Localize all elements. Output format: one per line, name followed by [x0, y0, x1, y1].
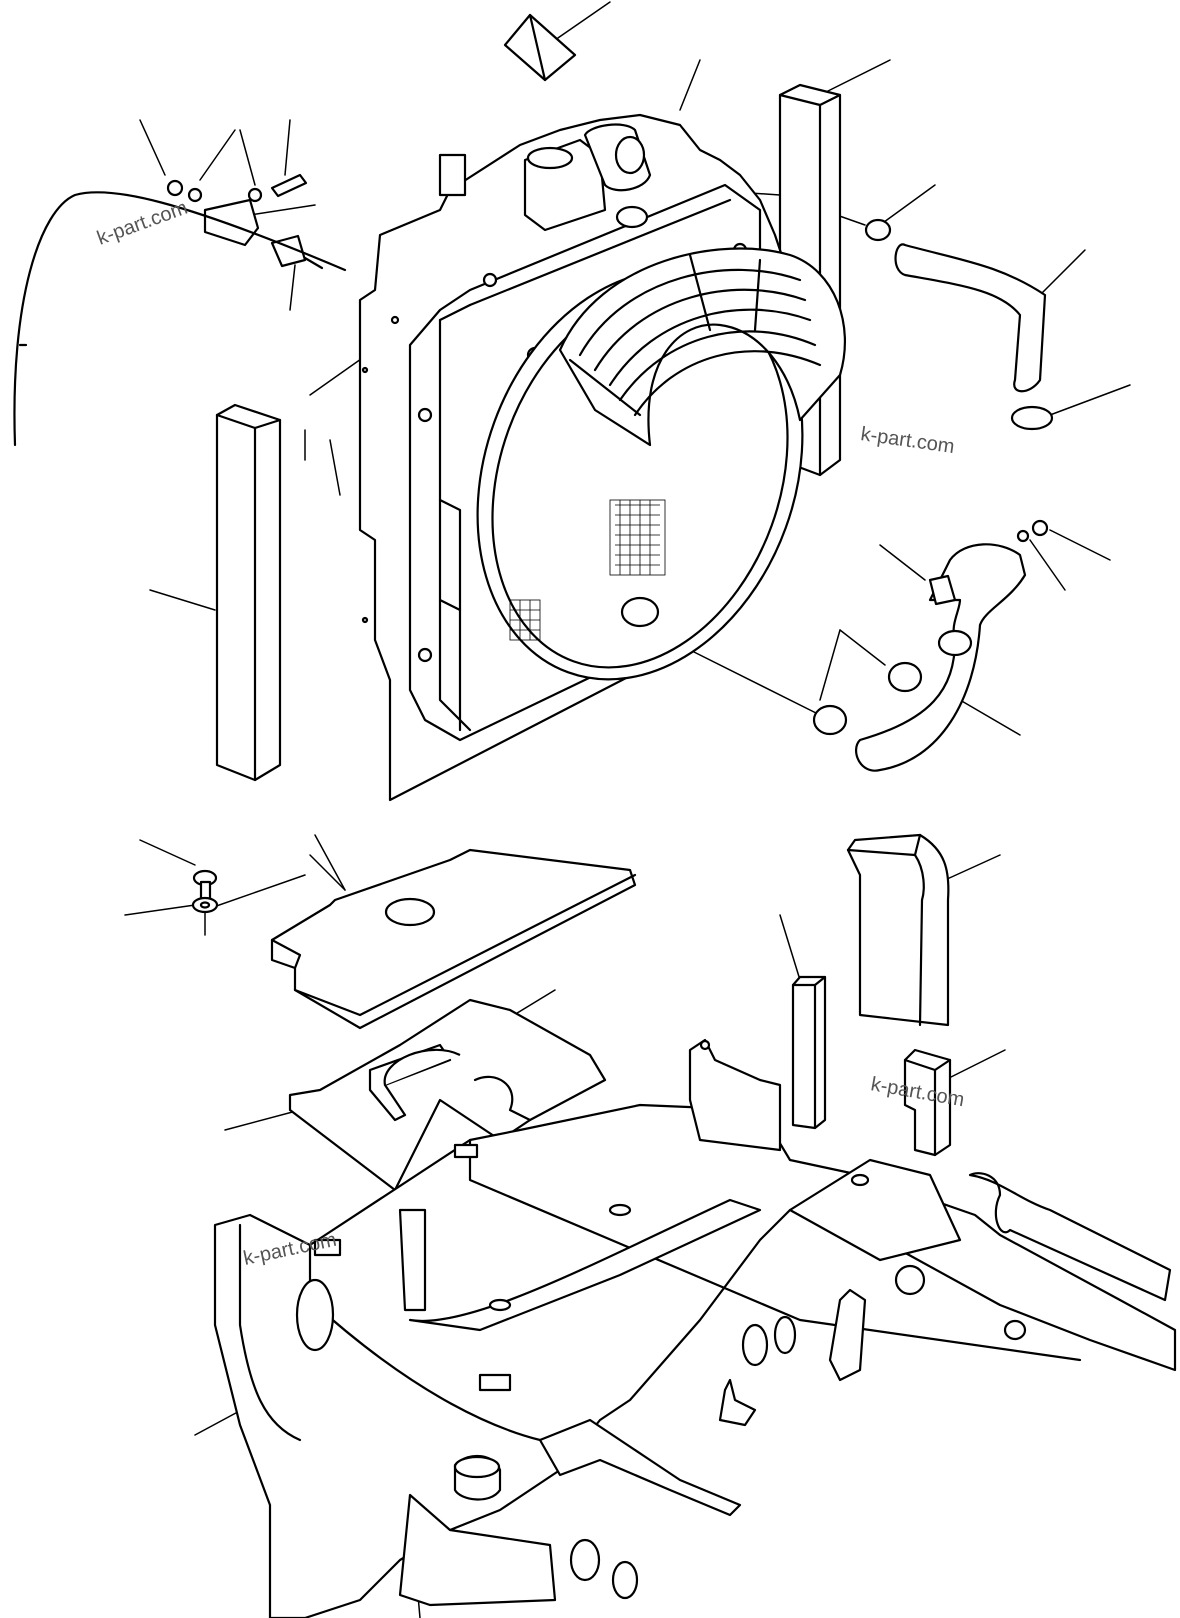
upper-cover-plate: [270, 848, 637, 1030]
small-foam-strip: [791, 975, 827, 1130]
left-foam-column: [215, 403, 282, 782]
bolt-and-washer: [191, 869, 219, 914]
upper-hose-assembly: [864, 218, 1054, 431]
fan-guard: [558, 247, 847, 447]
wedge-block: [503, 13, 577, 82]
watermark: k-part.com: [859, 423, 956, 458]
frame-outline-curve: [13, 191, 347, 447]
watermark: k-part.com: [94, 197, 190, 250]
lower-hose-assembly: [812, 519, 1049, 772]
lower-cover-plate: [288, 998, 607, 1192]
small-foam-block: [903, 1048, 952, 1157]
mounting-bracket-assembly: [166, 173, 324, 270]
upper-tank: [438, 123, 652, 232]
curved-foam-block: [846, 833, 950, 1027]
main-frame: [213, 1038, 1177, 1618]
